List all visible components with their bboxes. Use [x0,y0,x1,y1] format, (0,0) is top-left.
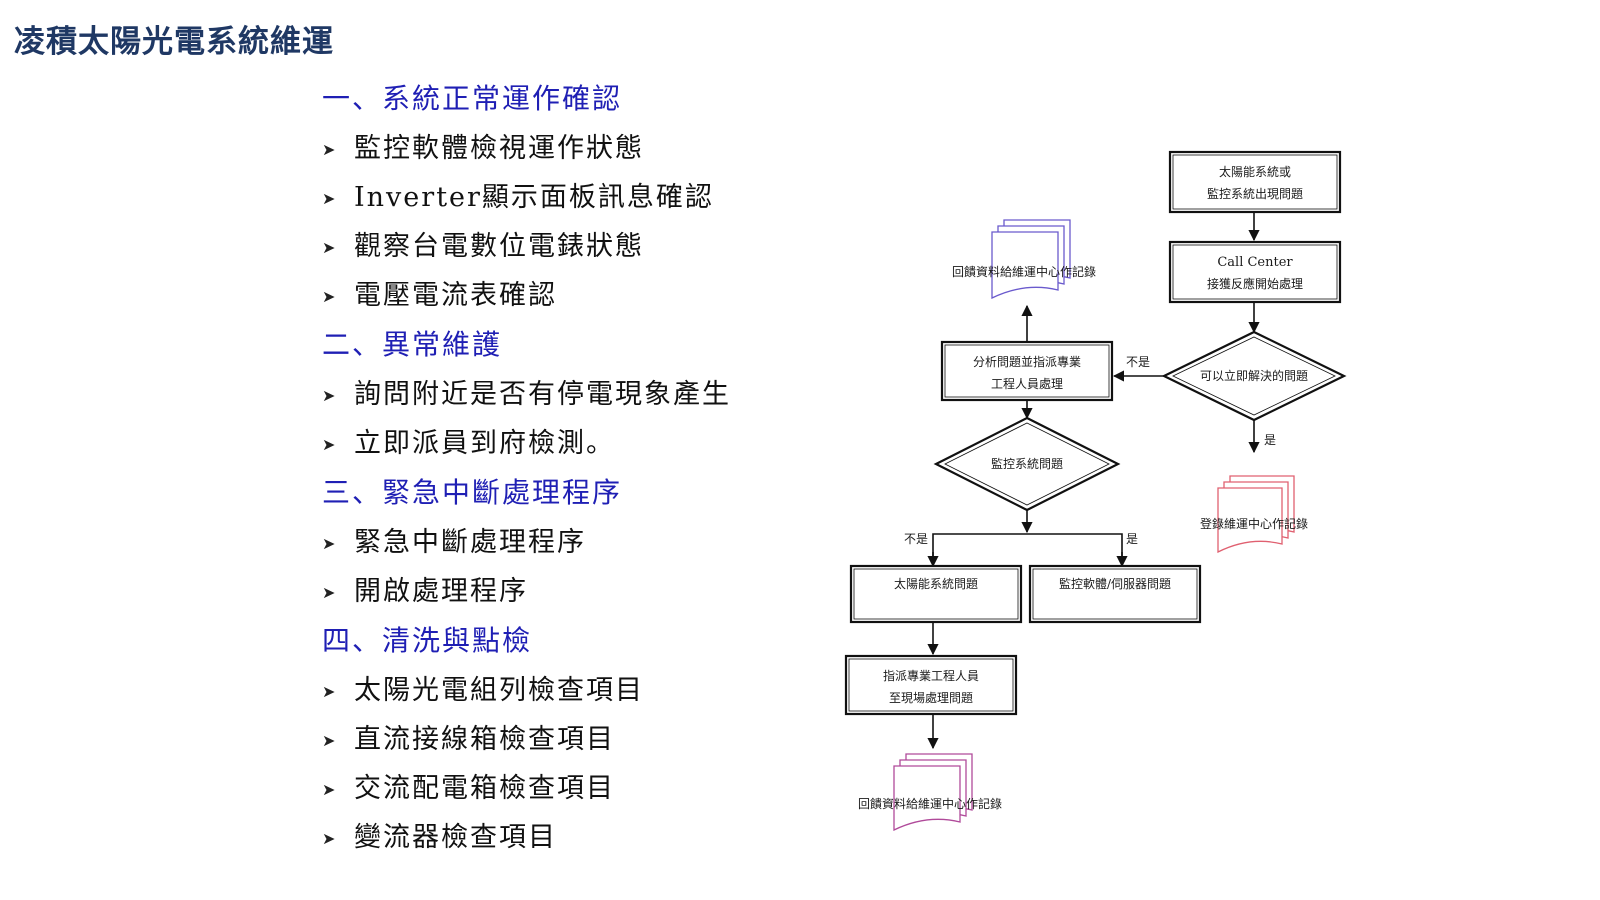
list-item: ➤電壓電流表確認 [322,271,792,320]
chevron-right-icon: ➤ [322,731,338,750]
list-item: ➤立即派員到府檢測。 [322,419,792,468]
feedback-bottom-document [893,753,973,832]
analyze-line2: 工程人員處理 [991,376,1063,391]
monitor-box-label: 監控軟體/伺服器問題 [1059,576,1171,591]
chevron-right-icon: ➤ [322,534,338,553]
analyze-box: 分析問題並指派專業 工程人員處理 [940,340,1114,402]
section-cleaning-inspection: 四、清洗與點檢 ➤太陽光電組列檢查項目 ➤直流接線箱檢查項目 ➤交流配電箱檢查項… [322,616,792,862]
callcenter-box: Call Center 接獲反應開始處理 [1168,240,1342,304]
list-item: ➤監控軟體檢視運作狀態 [322,124,792,173]
maintenance-sections: 一、系統正常運作確認 ➤監控軟體檢視運作狀態 ➤Inverter顯示面板訊息確認… [322,74,792,862]
dispatch-box: 指派專業工程人員 至現場處理問題 [844,654,1018,716]
list-item: ➤緊急中斷處理程序 [322,518,792,567]
section-abnormal-maintenance: 二、異常維護 ➤詢問附近是否有停電現象產生 ➤立即派員到府檢測。 [322,320,792,468]
section-heading: 一、系統正常運作確認 [322,82,623,115]
section-emergency-shutdown: 三、緊急中斷處理程序 ➤緊急中斷處理程序 ➤開啟處理程序 [322,468,792,616]
list-item: ➤太陽光電組列檢查項目 [322,666,792,715]
start-box: 太陽能系統或 監控系統出現問題 [1168,150,1342,214]
section-heading: 三、緊急中斷處理程序 [322,476,623,509]
solar-box-label: 太陽能系統問題 [894,576,978,591]
chevron-right-icon: ➤ [322,140,338,159]
list-item: ➤觀察台電數位電錶狀態 [322,222,792,271]
label-no-2: 不是 [904,532,928,546]
feedback-bottom-label: 回饋資料給維運中心作記錄 [858,796,1002,811]
decision-monitor-label: 監控系統問題 [991,456,1063,471]
chevron-right-icon: ➤ [322,583,338,602]
start-box-line2: 監控系統出現問題 [1207,186,1303,201]
list-item: ➤交流配電箱檢查項目 [322,764,792,813]
chevron-right-icon: ➤ [322,386,338,405]
label-no-1: 不是 [1126,355,1150,369]
chevron-right-icon: ➤ [322,682,338,701]
decision-immediate-label: 可以立即解決的問題 [1200,368,1308,383]
record-red-document [1217,475,1295,554]
feedback-top-label: 回饋資料給維運中心作記錄 [952,264,1096,279]
list-item: ➤Inverter顯示面板訊息確認 [322,173,792,222]
callcenter-line1: Call Center [1217,255,1293,270]
chevron-right-icon: ➤ [322,829,338,848]
chevron-right-icon: ➤ [322,287,338,306]
list-item: ➤詢問附近是否有停電現象產生 [322,370,792,419]
label-yes-1: 是 [1264,433,1276,447]
dispatch-line2: 至現場處理問題 [889,691,973,705]
page-title: 凌積太陽光電系統維運 [14,24,334,60]
callcenter-line2: 接獲反應開始處理 [1207,276,1303,291]
label-yes-2: 是 [1126,532,1138,546]
branch-line [932,533,1123,566]
solar-system-box: 太陽能系統問題 [849,564,1023,624]
section-normal-operation: 一、系統正常運作確認 ➤監控軟體檢視運作狀態 ➤Inverter顯示面板訊息確認… [322,74,792,320]
list-item: ➤開啟處理程序 [322,567,792,616]
decision-monitor: 監控系統問題 [933,416,1121,512]
chevron-right-icon: ➤ [322,238,338,257]
chevron-right-icon: ➤ [322,435,338,454]
section-heading: 四、清洗與點檢 [322,624,533,657]
analyze-line1: 分析問題並指派專業 [973,354,1081,369]
decision-immediate: 可以立即解決的問題 [1161,330,1347,422]
chevron-right-icon: ➤ [322,189,338,208]
feedback-top-document [991,219,1071,300]
dispatch-line1: 指派專業工程人員 [883,668,979,683]
monitor-server-box: 監控軟體/伺服器問題 [1028,564,1202,624]
record-red-label: 登錄維運中心作記錄 [1200,516,1308,531]
chevron-right-icon: ➤ [322,780,338,799]
start-box-line1: 太陽能系統或 [1219,164,1291,179]
list-item: ➤變流器檢查項目 [322,813,792,862]
list-item: ➤直流接線箱檢查項目 [322,715,792,764]
flow-connectors [927,212,1260,750]
section-heading: 二、異常維護 [322,328,503,361]
